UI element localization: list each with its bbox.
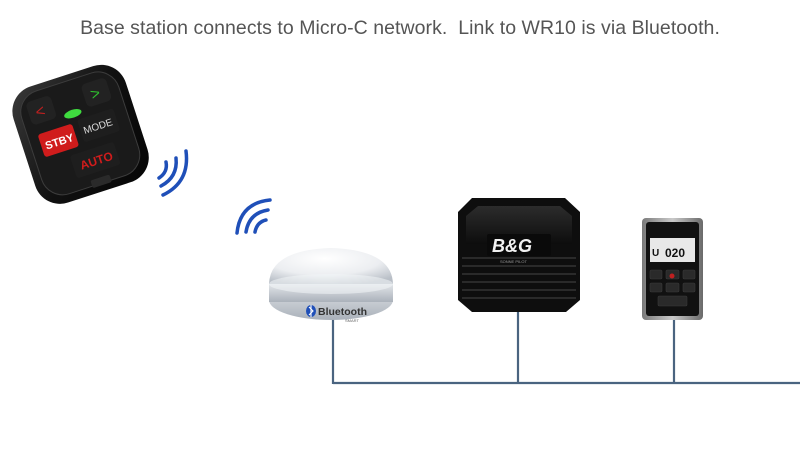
wireless-signal-icon bbox=[235, 198, 272, 235]
wireless-signal-icon bbox=[157, 149, 189, 197]
diagram-caption: Base station connects to Micro-C network… bbox=[80, 17, 720, 39]
autopilot-controller: U 020 bbox=[642, 218, 703, 320]
mode-button bbox=[77, 108, 120, 142]
status-led bbox=[64, 109, 82, 119]
bluetooth-brand: Bluetooth bbox=[318, 306, 367, 318]
right-arrow-button bbox=[81, 78, 112, 107]
wireless-remote: < > STBY MODE AUTO bbox=[12, 64, 149, 204]
bluetooth-icon bbox=[306, 305, 316, 317]
network-bus bbox=[331, 310, 800, 385]
controller-display-left: U bbox=[652, 248, 659, 259]
bluetooth-sub: SMART bbox=[345, 318, 359, 323]
bg-logo: B&G bbox=[492, 236, 532, 256]
stby-button bbox=[38, 124, 79, 157]
autopilot-model: SONNE PILOT bbox=[500, 259, 527, 264]
controller-screen bbox=[650, 238, 695, 262]
autopilot-computer: B&G SONNE PILOT bbox=[458, 198, 580, 312]
left-arrow-button bbox=[26, 96, 57, 125]
auto-button bbox=[70, 142, 121, 178]
controller-display-value: 020 bbox=[665, 246, 685, 260]
bluetooth-base-station: Bluetooth SMART bbox=[269, 248, 393, 323]
